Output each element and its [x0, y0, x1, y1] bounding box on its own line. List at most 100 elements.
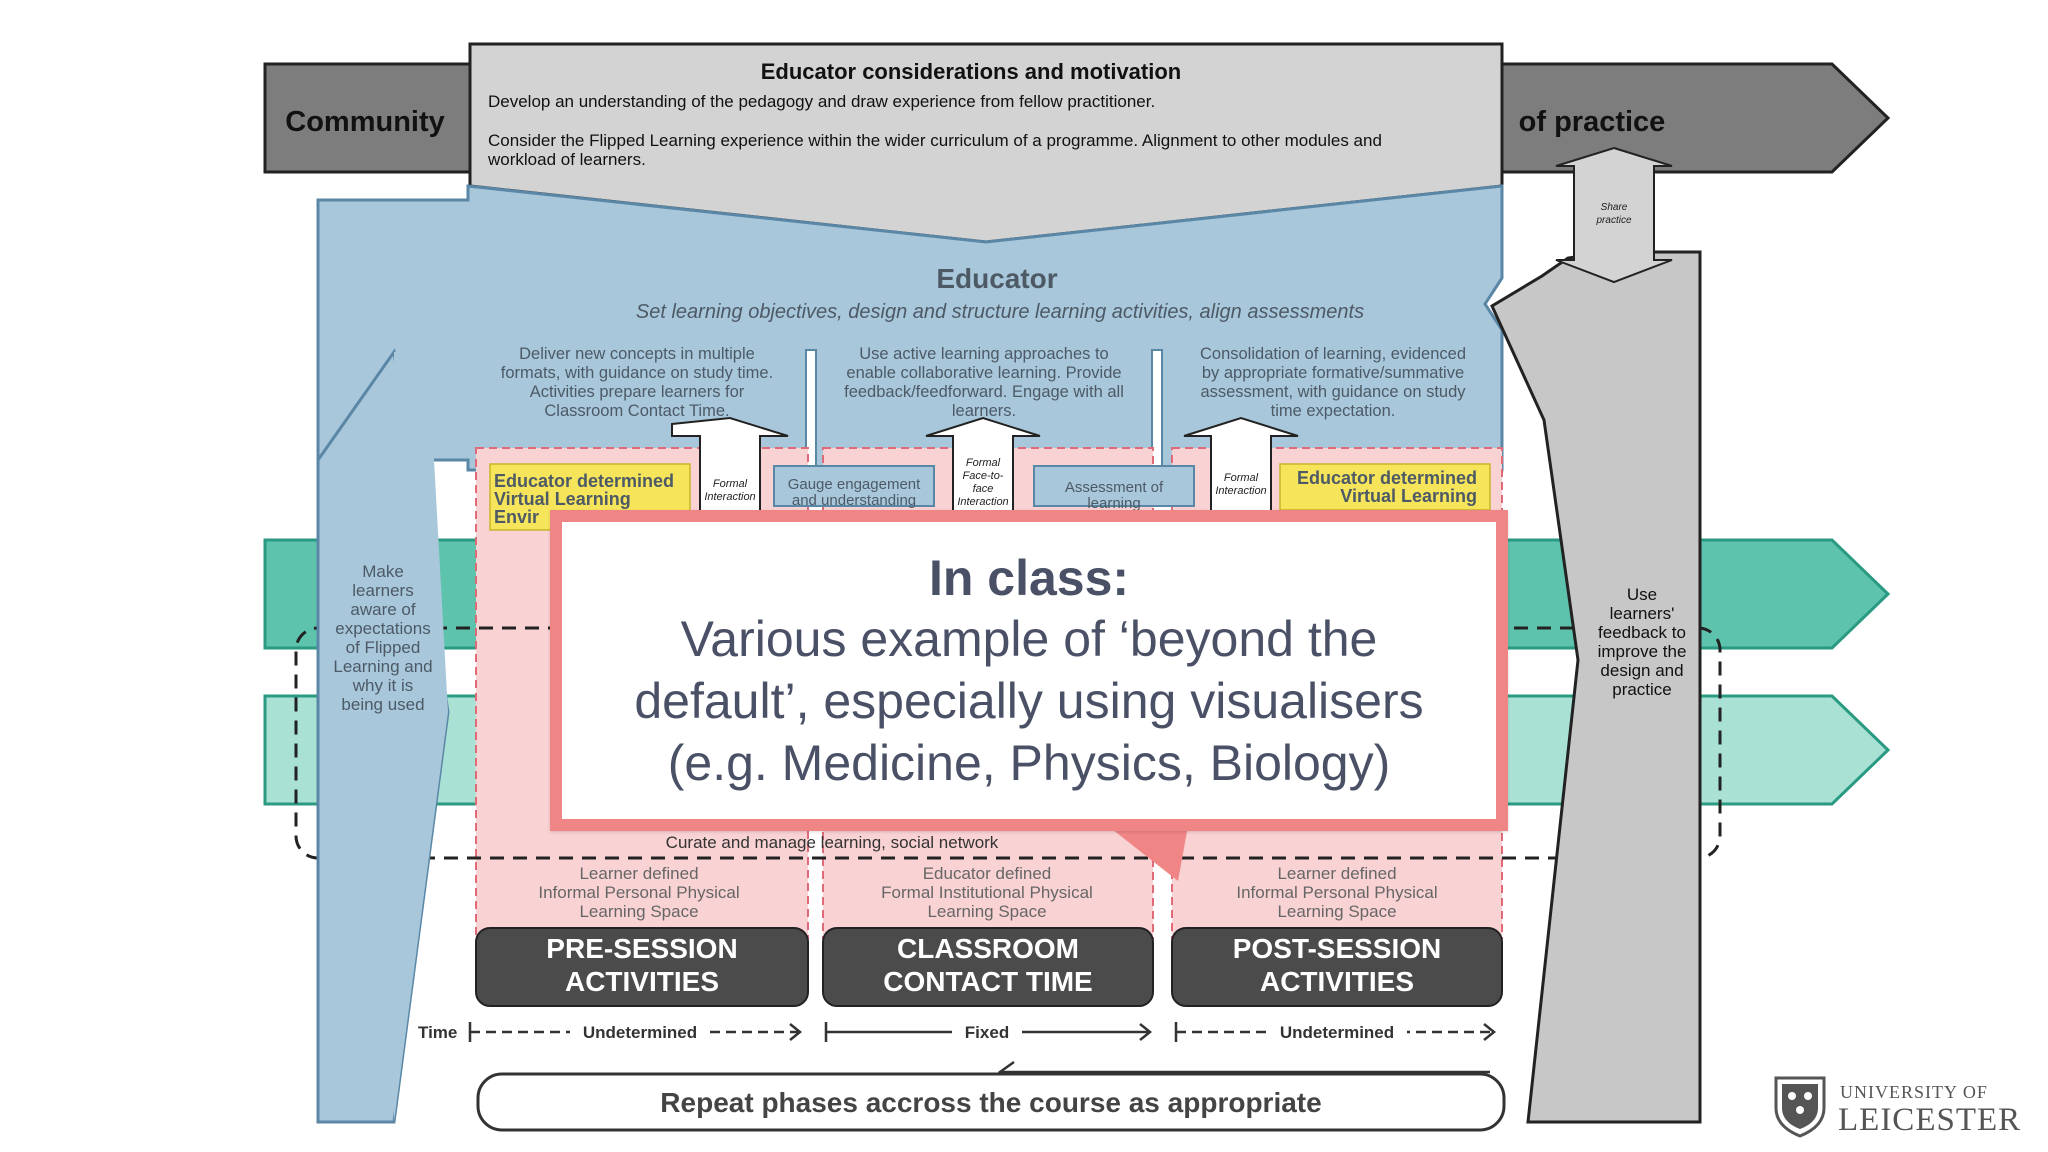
educator-shape: [316, 184, 1504, 472]
university-logo: UNIVERSITY OF LEICESTER: [1772, 1074, 2022, 1140]
considerations-line2a: Consider the Flipped Learning experience…: [488, 131, 1382, 150]
phase-box-pre: [475, 927, 809, 1007]
curate-label: Curate and manage learning, social netwo…: [666, 833, 999, 852]
time-label-bg: [952, 1020, 1022, 1044]
considerations-title: Educator considerations and motivation: [761, 59, 1182, 84]
left-arrow-inner: [394, 352, 448, 1122]
left-arrow-line: expectations: [335, 619, 430, 638]
considerations-line1: Develop an understanding of the pedagogy…: [488, 92, 1155, 111]
share-practice-arrow: [1555, 146, 1673, 284]
col3-line: by appropriate formative/summative: [1202, 364, 1464, 382]
formal-mid-line: Formal: [966, 457, 1001, 469]
left-arrow-line: aware of: [350, 600, 415, 619]
space-class-line: Educator defined: [923, 864, 1052, 883]
time-post: Undetermined: [1280, 1023, 1394, 1042]
logo-line1: UNIVERSITY OF: [1840, 1082, 1988, 1102]
right-arrow-line: learners': [1610, 604, 1675, 623]
col2-line: Use active learning approaches to: [859, 345, 1108, 363]
considerations-line2b: workload of learners.: [487, 150, 646, 169]
shield-icon: [1774, 1076, 1826, 1138]
space-post-line: Informal Personal Physical: [1236, 883, 1437, 902]
phase-box-post: [1171, 927, 1503, 1007]
time-pre: Undetermined: [583, 1023, 697, 1042]
col1-line: Deliver new concepts in multiple: [519, 345, 755, 363]
right-arrow-line: improve the: [1598, 642, 1687, 661]
space-pre-line: Learning Space: [579, 902, 698, 921]
left-arrow-line: Make: [362, 562, 404, 581]
space-post-line: Learning Space: [1277, 902, 1396, 921]
educator-subtitle: Set learning objectives, design and stru…: [636, 301, 1364, 323]
callout-line: default’, especially using visualisers: [634, 672, 1424, 729]
formal-mid-line: Face-to-: [963, 470, 1004, 482]
formal-right-line: Formal: [1224, 472, 1259, 484]
share-practice-line: Share: [1601, 202, 1628, 213]
time-label-bg: [1267, 1020, 1407, 1044]
left-arrow-line: learners: [352, 581, 413, 600]
assessment-line: Assessment of: [1065, 479, 1164, 496]
left-arrow-line: being used: [341, 695, 424, 714]
vle-left-line: Virtual Learning: [494, 489, 631, 509]
callout-title: In class:: [928, 549, 1130, 606]
educator-title: Educator: [936, 263, 1057, 294]
left-arrow-line: of Flipped: [346, 638, 421, 657]
vle-left-line: Educator determined: [494, 471, 674, 491]
time-arrowhead: [1139, 1023, 1153, 1041]
callout-line: Various example of ‘beyond the: [680, 610, 1378, 667]
vle-right-line: Educator determined: [1297, 468, 1477, 488]
formal-left-line: Formal: [713, 478, 748, 490]
col3-line: assessment, with guidance on study: [1200, 383, 1466, 401]
callout-tail: [1108, 826, 1188, 881]
col2-line: learners.: [952, 402, 1016, 420]
phase-box-class: [822, 927, 1154, 1007]
share-practice-line: practice: [1595, 215, 1631, 226]
formal-arrow-mid: [925, 416, 1041, 521]
right-arrow-line: feedback to: [1598, 623, 1686, 642]
formal-mid-line: face: [973, 483, 994, 495]
right-arrow-line: Use: [1627, 585, 1657, 604]
col1-line: formats, with guidance on study time.: [501, 364, 773, 382]
vle-right-line: Virtual Learning: [1340, 486, 1477, 506]
space-pre-line: Learner defined: [579, 864, 698, 883]
vle-label-right: [1279, 463, 1491, 511]
phase-class-line: CONTACT TIME: [883, 966, 1092, 997]
left-arrow-line: why it is: [352, 676, 413, 695]
gauge-line: and understanding: [792, 492, 916, 509]
repeat-label: Repeat phases accross the course as appr…: [660, 1087, 1321, 1118]
col1-line: Classroom Contact Time.: [544, 402, 729, 420]
right-arrow-line: practice: [1612, 680, 1672, 699]
time-arrowhead: [1483, 1023, 1497, 1041]
time-arrowhead: [789, 1023, 803, 1041]
assessment-line: learning: [1087, 495, 1140, 512]
phase-class-line: CLASSROOM: [897, 933, 1079, 964]
repeat-box: [476, 1072, 1506, 1132]
in-class-callout: In class: Various example of ‘beyond the…: [550, 510, 1508, 831]
phase-pre-line: ACTIVITIES: [565, 966, 719, 997]
phase-pre-line: PRE-SESSION: [546, 933, 737, 964]
phase-post-line: ACTIVITIES: [1260, 966, 1414, 997]
col1-line: Activities prepare learners for: [530, 383, 745, 401]
assessment-box: [1033, 465, 1195, 507]
formal-right-line: Interaction: [1215, 485, 1266, 497]
col3-line: Consolidation of learning, evidenced: [1200, 345, 1466, 363]
col3-line: time expectation.: [1271, 402, 1396, 420]
gauge-line: Gauge engagement: [788, 476, 921, 493]
time-label: Time: [418, 1023, 457, 1042]
formal-arrow-right: [1183, 416, 1299, 521]
callout-line: (e.g. Medicine, Physics, Biology): [667, 734, 1391, 791]
formal-mid-line: Interaction: [957, 496, 1008, 508]
time-class: Fixed: [965, 1023, 1009, 1042]
space-class-line: Learning Space: [927, 902, 1046, 921]
formal-left-line: Interaction: [704, 491, 755, 503]
space-post-line: Learner defined: [1277, 864, 1396, 883]
phase-post-line: POST-SESSION: [1233, 933, 1442, 964]
gauge-box: [773, 465, 935, 507]
left-arrow-line: Learning and: [333, 657, 432, 676]
space-pre-line: Informal Personal Physical: [538, 883, 739, 902]
col2-line: feedback/feedforward. Engage with all: [844, 383, 1124, 401]
space-class-line: Formal Institutional Physical: [881, 883, 1093, 902]
of-practice-label: of practice: [1519, 106, 1666, 138]
vle-left-line: Envir: [494, 507, 539, 527]
col2-line: enable collaborative learning. Provide: [846, 364, 1121, 382]
time-label-bg: [570, 1020, 710, 1044]
community-label: Community: [285, 106, 445, 138]
